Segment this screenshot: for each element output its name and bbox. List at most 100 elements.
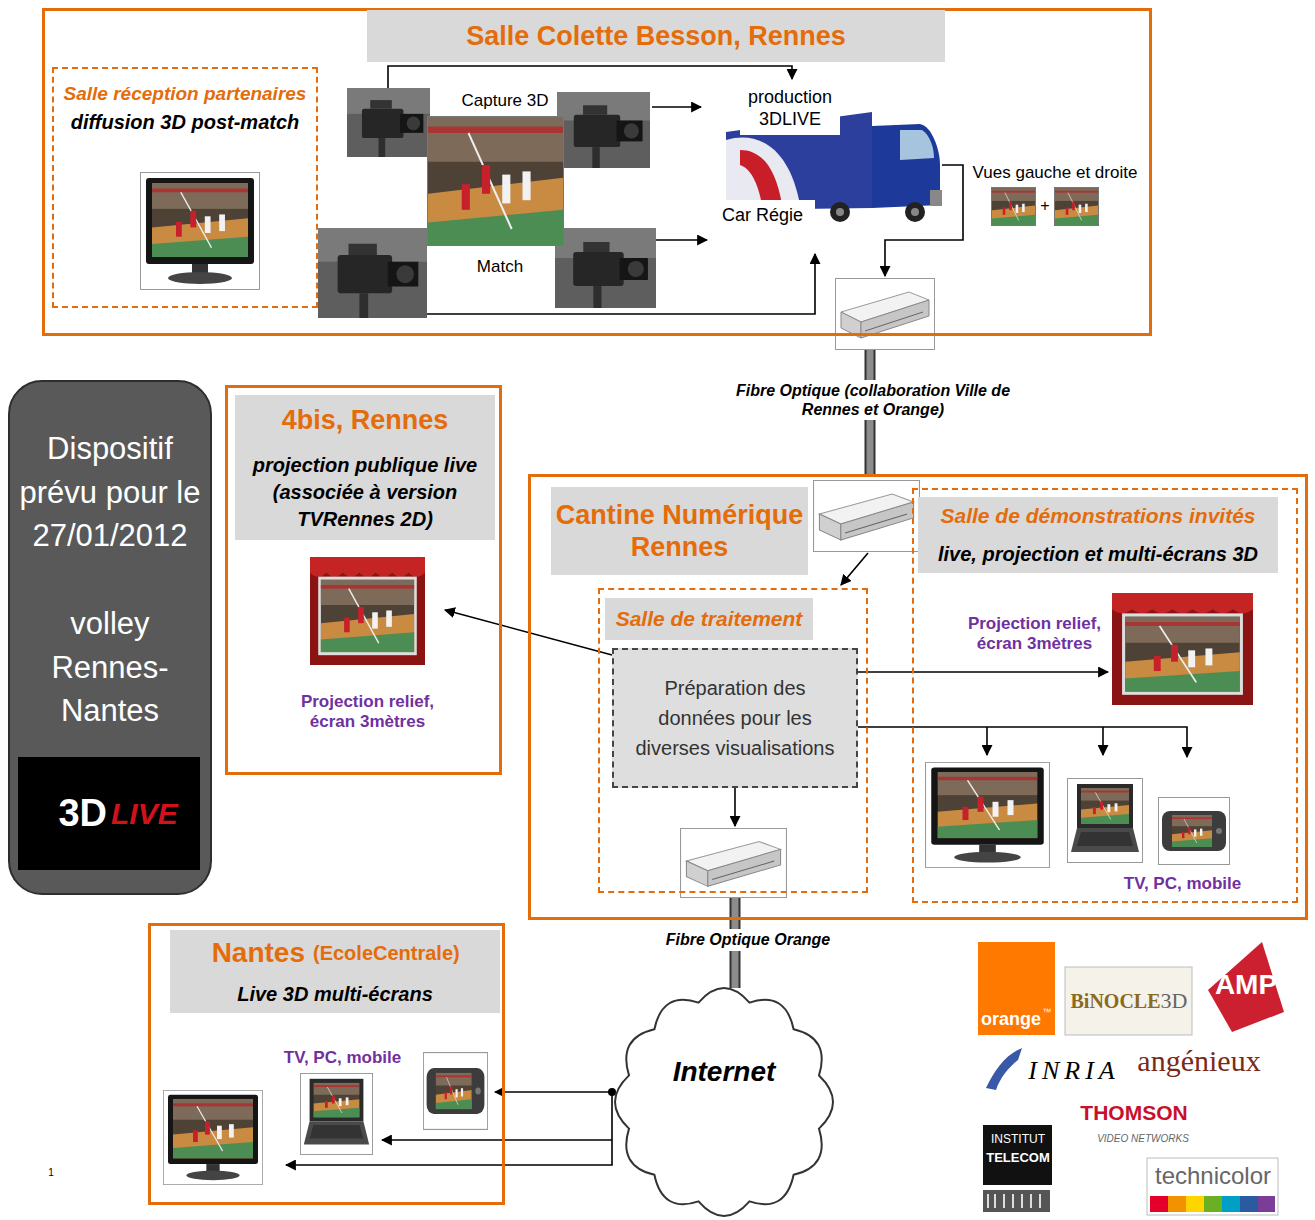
branch-arrow — [986, 727, 988, 755]
flow-arrow — [858, 727, 1187, 757]
cloud-outline — [615, 988, 833, 1216]
amp-logo — [1208, 942, 1284, 1032]
venue-box: Cantine Numérique RennesSalle de traitem… — [528, 474, 1308, 920]
info-panel: Dispositif prévu pour le 27/01/2012 volle… — [8, 380, 212, 895]
free-label: THOMSON — [1068, 1100, 1200, 1126]
rainbow-bar — [1186, 1196, 1204, 1212]
art-path — [726, 138, 800, 207]
box-heading: Projection relief, écran 3mètres — [292, 688, 443, 736]
art-path — [900, 130, 934, 160]
telecom-pattern-lines — [988, 1194, 1040, 1208]
process-box: Préparation des données pour les diverse… — [612, 648, 858, 788]
encoder-box — [681, 828, 787, 897]
venue-box: 4bis, Rennesprojection publique live (as… — [225, 385, 502, 775]
sponsor-logos — [978, 942, 1284, 1215]
truck-group: production 3DLIVECar Régie — [705, 80, 945, 235]
free-label: + — [1037, 196, 1053, 216]
photo-frame — [1055, 188, 1099, 226]
photo-frame — [992, 188, 1036, 226]
rainbow-bar — [1204, 1196, 1222, 1212]
rainbow-bar — [1240, 1196, 1258, 1212]
tv-icon — [141, 173, 260, 290]
photo-frame — [428, 117, 564, 246]
free-label: AMP — [1213, 967, 1279, 1003]
box-heading: TV, PC, mobile — [280, 1047, 405, 1069]
rainbow-bar — [1258, 1196, 1275, 1212]
right-view — [1055, 188, 1098, 225]
box-text: 3D — [18, 757, 109, 870]
box-heading: TV, PC, mobile — [1115, 872, 1250, 896]
free-label: Vues gauche et droite — [965, 162, 1145, 184]
projection-screen — [1112, 593, 1253, 705]
box-heading: Salle de démonstrations invités — [918, 497, 1278, 535]
edge-label: Fibre Optique Orange — [662, 929, 834, 950]
signal-arrow — [656, 239, 707, 241]
free-label: BiNOCLE — [1068, 986, 1163, 1016]
venue-box: Nantes(EcoleCentrale)Live 3D multi-écran… — [148, 923, 505, 1205]
box-heading: Dispositif prévu pour le 27/01/2012 — [15, 405, 205, 580]
free-label: 1 — [45, 1166, 57, 1180]
box-heading: 4bis, Rennes — [235, 395, 495, 445]
free-label: Capture 3D — [455, 90, 555, 112]
projection-screen — [310, 557, 425, 665]
branch-arrow — [1102, 727, 1104, 755]
signal-arrow — [841, 553, 868, 585]
left-view — [992, 188, 1035, 225]
arrow-line — [858, 727, 1187, 757]
mobile-icon — [423, 1053, 487, 1130]
art-circle — [830, 202, 850, 222]
camera-photo — [347, 88, 430, 157]
signal-arrow — [388, 66, 792, 88]
flow-arrow — [495, 1092, 615, 1093]
signal-arrow — [652, 106, 701, 108]
box-heading: Projection relief, écran 3mètres — [962, 608, 1107, 660]
room-box: Salle réception partenairesdiffusion 3D … — [52, 67, 318, 308]
box-text: live, projection et multi-écrans 3D — [918, 535, 1278, 573]
binocle-logo — [1065, 967, 1192, 1035]
laptop-icon — [1068, 779, 1143, 863]
free-label: orange — [980, 1008, 1042, 1032]
orange-logo — [978, 942, 1055, 1035]
box-text: volley Rennes-Nantes — [15, 600, 205, 735]
free-label: TELECOM — [984, 1147, 1052, 1169]
box-text: Car Régie — [710, 200, 815, 232]
box-heading: Internet — [630, 1050, 818, 1094]
rainbow-bar — [1168, 1196, 1186, 1212]
telecom-logo — [983, 1125, 1052, 1185]
encoder-box — [836, 279, 935, 350]
branch-arrow — [286, 1092, 612, 1165]
free-label: technicolor — [1150, 1160, 1276, 1192]
signal-arrow — [734, 788, 736, 826]
room-box: Salle de traitementPréparation des donné… — [598, 588, 868, 893]
mobile-icon — [1159, 798, 1230, 865]
encoder-box — [814, 481, 920, 552]
art-circle — [905, 202, 925, 222]
box-text: (EcoleCentrale) — [307, 930, 500, 975]
rainbow-bar — [1222, 1196, 1240, 1212]
telecom-pattern — [983, 1190, 1050, 1212]
art-circle — [911, 208, 919, 216]
free-label: INRIA — [1022, 1054, 1126, 1088]
box-heading: Salle réception partenaires — [54, 80, 316, 108]
box-text: Live 3D multi-écrans — [170, 975, 500, 1013]
edge-label: Fibre Optique (collaboration Ville de Re… — [703, 380, 1043, 420]
device-group: TV, PC, mobile — [922, 757, 1290, 899]
camera-photo — [557, 92, 650, 168]
box-heading: Cantine Numérique Rennes — [551, 487, 808, 575]
free-label: ™ — [1040, 1006, 1054, 1018]
free-label: Match — [465, 256, 535, 278]
laptop-icon — [300, 1073, 372, 1154]
rainbow-bar — [1150, 1196, 1168, 1212]
box-text: LIVE — [109, 757, 200, 870]
device-group: TV, PC, mobile — [160, 1045, 495, 1193]
box-text: diffusion 3D post-match — [54, 108, 316, 136]
free-label: angénieux — [1128, 1040, 1270, 1082]
flow-arrow — [858, 672, 1108, 673]
signal-arrow — [885, 165, 963, 276]
match-photo — [428, 117, 563, 245]
arrow-line — [495, 1091, 615, 1093]
inria-mark — [986, 1048, 1022, 1090]
art-path — [872, 124, 940, 208]
box-heading: Salle Colette Besson, Rennes — [367, 10, 945, 62]
